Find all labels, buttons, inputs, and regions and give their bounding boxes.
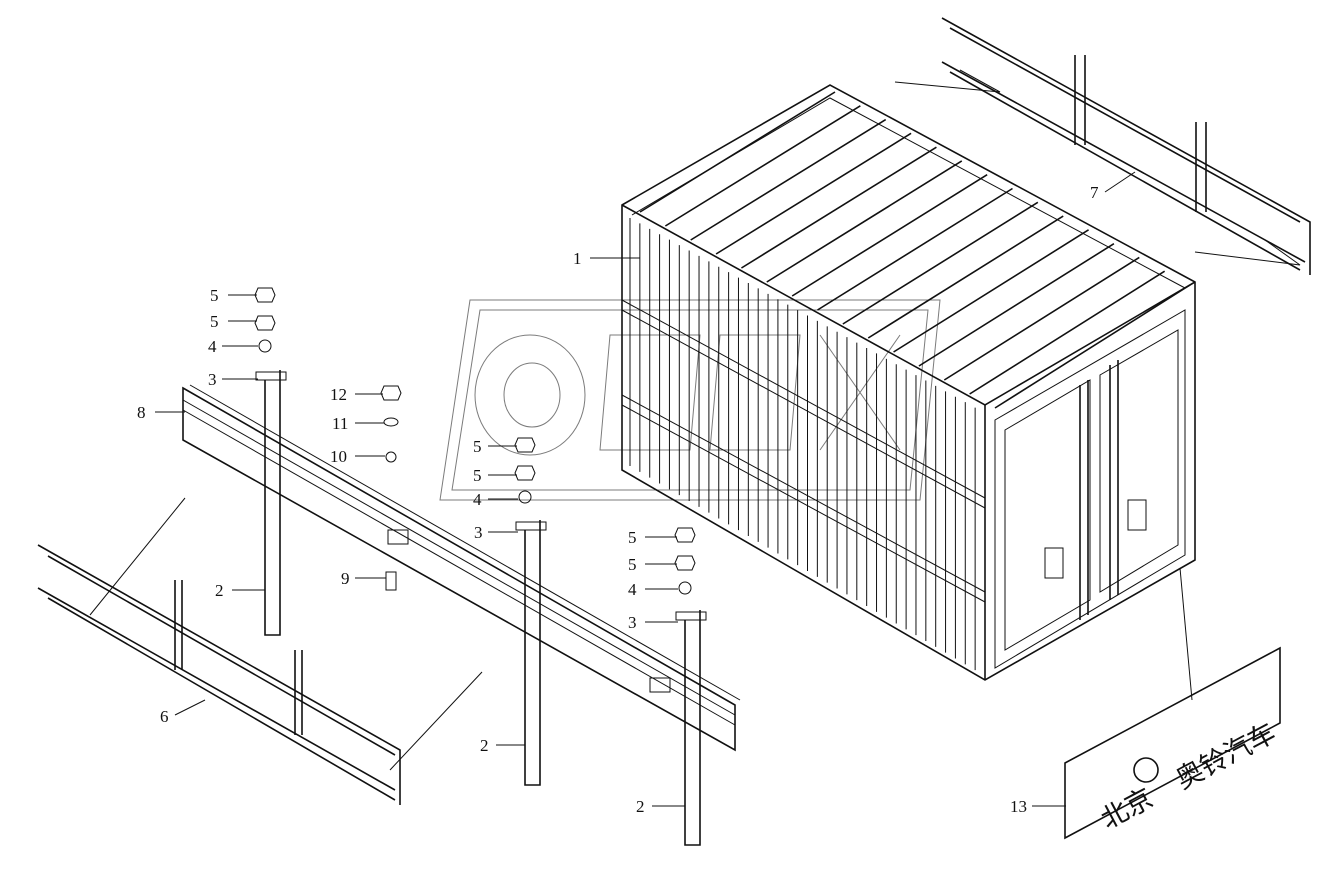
callout-3-right: 3 bbox=[628, 613, 637, 632]
callout-3-left: 3 bbox=[208, 370, 217, 389]
callout-5-right-top: 5 bbox=[628, 528, 637, 547]
callout-1: 1 bbox=[573, 249, 582, 268]
cage-top-bar bbox=[766, 160, 963, 283]
callout-5-center-bottom: 5 bbox=[473, 466, 482, 485]
cage-top-bar bbox=[969, 270, 1166, 395]
callout-4-left: 4 bbox=[208, 337, 217, 356]
cage-top-bar bbox=[664, 105, 861, 227]
callout-13: 13 bbox=[1010, 797, 1027, 816]
bolt-assembly bbox=[380, 385, 402, 591]
cage-top-bar bbox=[893, 229, 1089, 353]
callout-2-center: 2 bbox=[480, 736, 489, 755]
callout-4-right: 4 bbox=[628, 580, 637, 599]
rear-sign-plate bbox=[1064, 567, 1281, 840]
cage-top-bar bbox=[867, 215, 1064, 339]
callout-6: 6 bbox=[160, 707, 169, 726]
callout-10: 10 bbox=[330, 447, 347, 466]
sign-text-right: 奥铃汽车 bbox=[1171, 718, 1281, 796]
leader-lines bbox=[155, 171, 1136, 807]
sign-text-left: 北京 bbox=[1096, 783, 1158, 836]
callout-5-left-top: 5 bbox=[210, 286, 219, 305]
callout-8: 8 bbox=[137, 403, 146, 422]
cage-top-bar bbox=[639, 91, 836, 213]
cage-top-bar bbox=[842, 201, 1039, 325]
callout-12: 12 bbox=[330, 385, 347, 404]
callout-4-center: 4 bbox=[473, 490, 482, 509]
callout-5-left-bottom: 5 bbox=[210, 312, 219, 331]
rear-guard-frame bbox=[894, 17, 1311, 275]
u-bolt-assembly-left bbox=[254, 287, 287, 636]
cage-top-bar bbox=[918, 242, 1115, 367]
cage-top-bar bbox=[817, 187, 1013, 311]
u-bolt-assembly-right bbox=[674, 527, 707, 846]
cage-top-bar bbox=[690, 118, 887, 241]
callout-2-right: 2 bbox=[636, 797, 645, 816]
callout-3-center: 3 bbox=[474, 523, 483, 542]
cage-top-bar bbox=[741, 146, 937, 269]
callout-5-center-top: 5 bbox=[473, 437, 482, 456]
watermark-logo bbox=[439, 299, 941, 501]
u-bolt-assembly-center bbox=[514, 437, 547, 786]
cage-top-bar bbox=[715, 132, 912, 255]
cage-top-bar bbox=[994, 284, 1191, 409]
cargo-cage-box bbox=[621, 84, 1196, 681]
callout-5-right-bottom: 5 bbox=[628, 555, 637, 574]
callout-7: 7 bbox=[1090, 183, 1099, 202]
callout-11: 11 bbox=[332, 414, 348, 433]
cage-top-bar bbox=[943, 256, 1140, 381]
cross-beam bbox=[182, 384, 741, 752]
cage-top-bar bbox=[791, 174, 988, 297]
side-guard bbox=[37, 497, 483, 805]
callout-9: 9 bbox=[341, 569, 350, 588]
callout-2-left: 2 bbox=[215, 581, 224, 600]
